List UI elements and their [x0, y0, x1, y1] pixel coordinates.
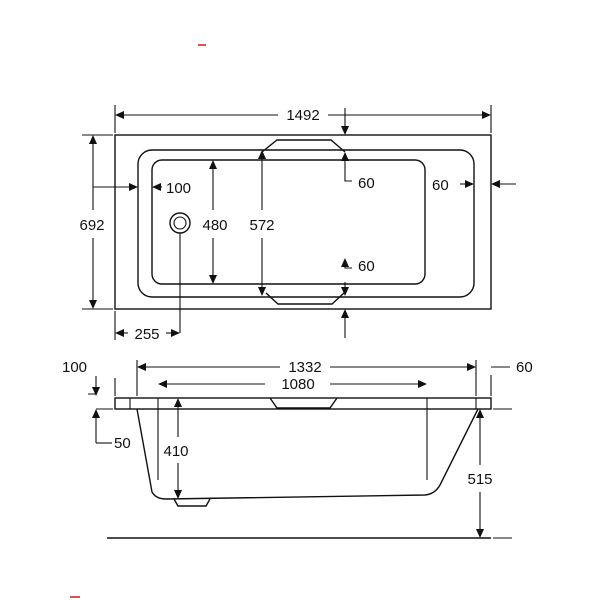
waste-outer	[169, 212, 191, 234]
label-right-offset: 60	[516, 359, 533, 376]
label-bottom-length: 1080	[281, 376, 314, 393]
label-left-offset: 100	[62, 359, 87, 376]
label-inner-width: 480	[202, 217, 227, 234]
label-inner-depth: 410	[163, 443, 188, 460]
label-rim-right: 60	[432, 177, 449, 194]
side-view	[107, 397, 492, 539]
label-overall-length: 1492	[286, 107, 319, 124]
label-rim-thickness: 50	[114, 435, 131, 452]
top-basin-inner	[151, 159, 426, 285]
dim-rim-right: 60	[432, 177, 516, 194]
waste-inner	[173, 216, 187, 230]
dim-inner-width: 480	[202, 160, 228, 284]
dim-waste-end: 255	[114, 233, 181, 343]
dim-overall-width: 692	[79, 134, 113, 310]
top-outer-rim	[114, 134, 492, 310]
dim-waste-side: 100	[93, 180, 191, 197]
top-handle-lower	[265, 292, 345, 305]
dim-rim-top: 60	[341, 108, 375, 192]
dim-left-offset: 100	[62, 359, 116, 396]
label-rim-bottom: 60	[358, 258, 375, 275]
dim-rim-bottom: 60	[341, 258, 375, 338]
top-view	[114, 134, 492, 310]
label-waste-side: 100	[166, 180, 191, 197]
label-overall-width: 692	[79, 217, 104, 234]
top-handle-upper	[261, 139, 346, 153]
side-body	[136, 408, 479, 500]
dim-overall-length: 1492	[114, 105, 492, 133]
dim-right-offset: 60	[490, 359, 533, 396]
side-rim	[114, 397, 492, 410]
dim-top-length: 1332	[136, 359, 477, 396]
label-rim-top: 60	[358, 175, 375, 192]
label-overall-height: 515	[467, 471, 492, 488]
label-top-length: 1332	[288, 359, 321, 376]
dim-inner-depth: 410	[163, 398, 189, 499]
label-inner-length: 572	[249, 217, 274, 234]
dim-inner-length: 572	[249, 150, 275, 296]
dim-overall-height: 515	[467, 408, 512, 539]
label-waste-end: 255	[134, 326, 159, 343]
dim-bottom-length: 1080	[158, 376, 427, 393]
side-foot	[173, 498, 211, 507]
side-handle	[269, 397, 338, 409]
top-basin-outer	[137, 149, 475, 298]
dim-rim-thickness: 50	[92, 408, 131, 452]
